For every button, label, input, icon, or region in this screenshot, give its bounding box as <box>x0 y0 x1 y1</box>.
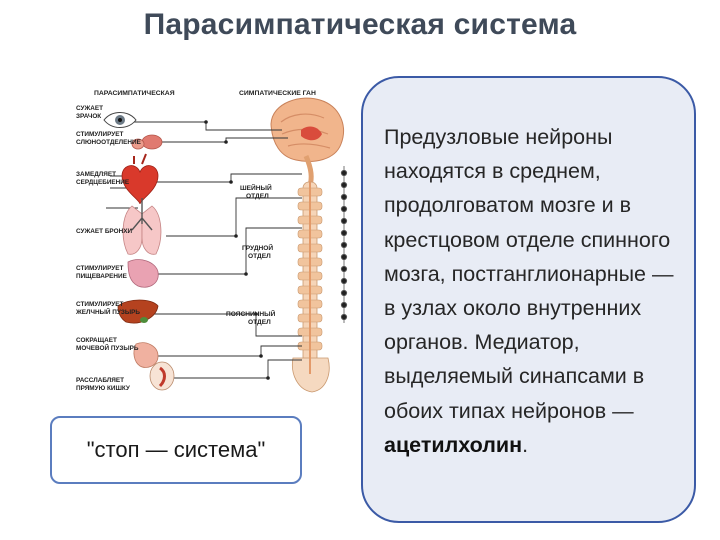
spine-label-cervical: ШЕЙНЫЙ ОТДЕЛ <box>240 183 272 200</box>
stomach-illustration <box>127 259 159 288</box>
organ-label-bronchi: СУЖАЕТ БРОНХИ <box>76 228 132 235</box>
info-panel: Предузловые нейроны находятся в среднем,… <box>361 76 696 523</box>
organ-label-gallbladder: СТИМУЛИРУЕТ ЖЕЛЧНЫЙ ПУЗЫРЬ <box>76 301 140 316</box>
svg-text:ОТДЕЛ: ОТДЕЛ <box>248 253 271 260</box>
svg-text:ЖЕЛЧНЫЙ ПУЗЫРЬ: ЖЕЛЧНЫЙ ПУЗЫРЬ <box>76 307 140 316</box>
info-text: Предузловые нейроны находятся в среднем,… <box>384 120 678 462</box>
organ-label-rectum: РАССЛАБЛЯЕТ ПРЯМУЮ КИШКУ <box>76 377 131 392</box>
svg-text:ШЕЙНЫЙ: ШЕЙНЫЙ <box>240 183 272 192</box>
stop-system-label: "стоп — система" <box>50 416 302 484</box>
diagram-header-sympathetic: СИМПАТИЧЕСКИЕ ГАН <box>239 90 316 97</box>
svg-text:ПРЯМУЮ КИШКУ: ПРЯМУЮ КИШКУ <box>76 385 131 392</box>
eye-illustration <box>103 112 137 128</box>
svg-text:МОЧЕВОЙ ПУЗЫРЬ: МОЧЕВОЙ ПУЗЫРЬ <box>76 343 139 352</box>
svg-text:СТИМУЛИРУЕТ: СТИМУЛИРУЕТ <box>76 265 124 272</box>
sympathetic-ganglia-chain <box>340 166 348 323</box>
svg-text:СЕРДЦЕБИЕНИЕ: СЕРДЦЕБИЕНИЕ <box>76 179 130 186</box>
info-text-main: Предузловые нейроны находятся в среднем,… <box>384 125 674 423</box>
svg-text:ПОЯСНИЧНЫЙ: ПОЯСНИЧНЫЙ <box>226 309 276 318</box>
nerve-junctions <box>204 120 270 380</box>
svg-text:СЛЮНООТДЕЛЕНИЕ: СЛЮНООТДЕЛЕНИЕ <box>76 139 142 146</box>
svg-text:ЗАМЕДЛЯЕТ: ЗАМЕДЛЯЕТ <box>76 171 116 178</box>
svg-text:СТИМУЛИРУЕТ: СТИМУЛИРУЕТ <box>76 301 124 308</box>
svg-text:ПИЩЕВАРЕНИЕ: ПИЩЕВАРЕНИЕ <box>76 273 128 280</box>
info-text-period: . <box>522 432 529 457</box>
svg-text:СТИМУЛИРУЕТ: СТИМУЛИРУЕТ <box>76 131 124 138</box>
organ-label-bladder: СОКРАЩАЕТ МОЧЕВОЙ ПУЗЫРЬ <box>76 337 139 352</box>
spinal-column-illustration <box>291 181 330 393</box>
salivary-gland-illustration <box>131 134 163 150</box>
svg-text:ГРУДНОЙ: ГРУДНОЙ <box>242 243 273 252</box>
liver-illustration <box>117 299 159 324</box>
svg-text:СУЖАЕТ: СУЖАЕТ <box>76 105 103 112</box>
svg-text:ОТДЕЛ: ОТДЕЛ <box>248 319 271 326</box>
svg-text:ОТДЕЛ: ОТДЕЛ <box>246 193 269 200</box>
organ-label-heartbeat: ЗАМЕДЛЯЕТ СЕРДЦЕБИЕНИЕ <box>76 171 130 186</box>
rectum-illustration <box>149 361 175 391</box>
svg-text:ЗРАЧОК: ЗРАЧОК <box>76 113 101 120</box>
organ-label-digestion: СТИМУЛИРУЕТ ПИЩЕВАРЕНИЕ <box>76 265 128 280</box>
heart-illustration <box>121 153 159 205</box>
diagram-header-parasympathetic: ПАРАСИМПАТИЧЕСКАЯ <box>94 90 175 97</box>
nerve-pathways <box>106 121 302 379</box>
bladder-illustration <box>133 342 159 368</box>
slide-title: Парасимпатическая система <box>143 8 577 41</box>
spine-label-lumbar: ПОЯСНИЧНЫЙ ОТДЕЛ <box>226 309 276 326</box>
svg-text:СОКРАЩАЕТ: СОКРАЩАЕТ <box>76 337 117 344</box>
organ-label-salivation: СТИМУЛИРУЕТ СЛЮНООТДЕЛЕНИЕ <box>76 131 142 146</box>
nervous-system-diagram: ПАРАСИМПАТИЧЕСКАЯ СИМПАТИЧЕСКИЕ ГАН <box>76 78 361 400</box>
svg-text:СУЖАЕТ БРОНХИ: СУЖАЕТ БРОНХИ <box>76 228 132 235</box>
organ-label-pupil: СУЖАЕТ ЗРАЧОК <box>76 105 103 120</box>
brain-illustration <box>270 97 344 187</box>
spine-label-thoracic: ГРУДНОЙ ОТДЕЛ <box>242 243 273 260</box>
lungs-illustration <box>122 198 162 255</box>
svg-text:РАССЛАБЛЯЕТ: РАССЛАБЛЯЕТ <box>76 377 124 384</box>
info-text-acetylcholine: ацетилхолин <box>384 432 523 457</box>
